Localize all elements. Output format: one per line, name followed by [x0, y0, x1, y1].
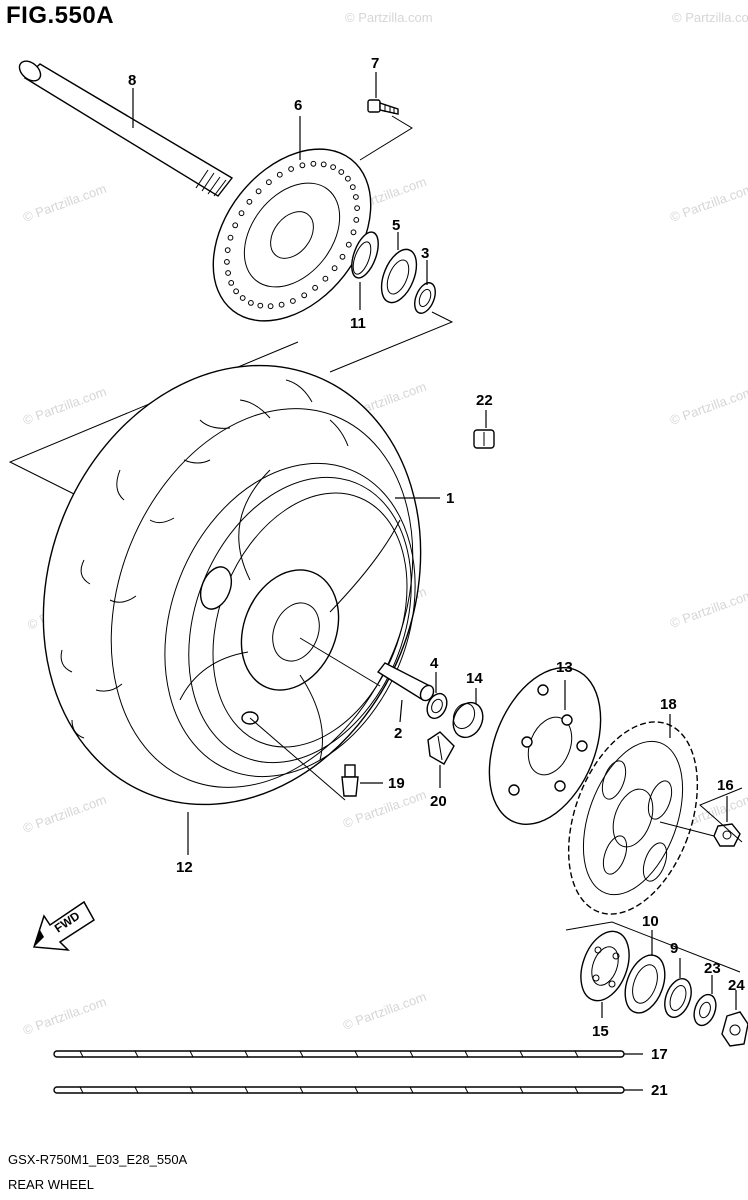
callout-3[interactable]: 3: [421, 245, 429, 262]
part-bearing-3[interactable]: [411, 280, 440, 316]
sheet-name: REAR WHEEL: [8, 1177, 94, 1192]
model-code: GSX-R750M1_E03_E28_550A: [8, 1152, 188, 1167]
watermark: © Partzilla.com: [21, 384, 108, 428]
part-collar-14[interactable]: [448, 698, 489, 742]
callout-6[interactable]: 6: [294, 97, 302, 114]
callout-14[interactable]: 14: [466, 670, 483, 687]
callout-4[interactable]: 4: [430, 655, 439, 672]
callout-13[interactable]: 13: [556, 659, 573, 676]
watermark: © Partzilla.com: [341, 989, 428, 1033]
group-bracket: [565, 921, 741, 973]
callout-15[interactable]: 15: [592, 1023, 609, 1040]
group-bracket: [359, 115, 413, 161]
watermark: © Partzilla.com: [21, 994, 108, 1038]
group-bracket: [329, 311, 454, 373]
callout-19[interactable]: 16: [717, 777, 734, 794]
part-rim-tape-23[interactable]: [53, 1050, 625, 1058]
callout-11[interactable]: 11: [350, 315, 366, 332]
part-spacer-12[interactable]: [660, 975, 696, 1021]
callout-20[interactable]: 12: [176, 859, 193, 876]
part-spacer-11[interactable]: [346, 229, 383, 282]
part-oil-seal-5[interactable]: [375, 244, 424, 307]
fwd-direction-arrow: FWD: [32, 900, 95, 951]
part-washer-10[interactable]: [690, 992, 720, 1029]
part-disc-bolt[interactable]: [367, 99, 399, 115]
callout-5[interactable]: 5: [392, 217, 400, 234]
part-sprocket-nut[interactable]: [713, 823, 741, 847]
callout-17[interactable]: 20: [430, 793, 447, 810]
centerline: [249, 717, 346, 801]
part-collar[interactable]: [376, 662, 436, 703]
part-rim-tape-24[interactable]: [53, 1086, 625, 1094]
callout-16[interactable]: 10: [642, 913, 659, 930]
part-tire[interactable]: [0, 308, 485, 862]
callout-21[interactable]: 19: [388, 775, 405, 792]
group-bracket: [699, 787, 743, 843]
callout-7[interactable]: 7: [371, 55, 379, 72]
part-tire-valve[interactable]: [341, 764, 359, 797]
watermark: © Partzilla.com: [672, 10, 748, 25]
callout-1[interactable]: 1: [446, 490, 454, 507]
callout-18[interactable]: 18: [660, 696, 677, 713]
part-valve-cap[interactable]: [473, 429, 495, 449]
watermark: © Partzilla.com: [668, 587, 748, 631]
watermark: © Partzilla.com: [345, 10, 433, 25]
centerline: [659, 821, 715, 837]
part-bearing-15[interactable]: [572, 925, 638, 1008]
callout-9[interactable]: 24: [728, 977, 745, 994]
part-bearing-4[interactable]: [423, 690, 450, 721]
part-axle[interactable]: [16, 57, 234, 197]
watermark: © Partzilla.com: [668, 181, 748, 225]
callout-10[interactable]: 23: [704, 960, 721, 977]
part-oil-seal-16[interactable]: [618, 950, 672, 1019]
figure-title: FIG.550A: [6, 2, 115, 29]
callout-8[interactable]: 8: [128, 72, 136, 89]
callout-23[interactable]: 17: [651, 1046, 668, 1063]
part-axle-nut-9[interactable]: [721, 1011, 748, 1047]
part-sprocket-carrier[interactable]: [468, 651, 622, 841]
callout-24[interactable]: 21: [651, 1082, 668, 1099]
leader-line: [399, 699, 403, 723]
centerline: [299, 637, 381, 687]
part-rear-sprocket[interactable]: [544, 704, 721, 932]
part-brake-disc[interactable]: [181, 119, 403, 352]
callout-12[interactable]: 9: [670, 940, 678, 957]
watermark: © Partzilla.com: [668, 384, 748, 428]
watermark: © Partzilla.com: [21, 181, 108, 225]
part-wheel-rim[interactable]: [120, 426, 460, 815]
part-damper-17[interactable]: [427, 731, 455, 765]
callout-2[interactable]: 2: [394, 725, 402, 742]
watermark: © Partzilla.com: [21, 792, 108, 836]
callout-22[interactable]: 22: [476, 392, 493, 409]
